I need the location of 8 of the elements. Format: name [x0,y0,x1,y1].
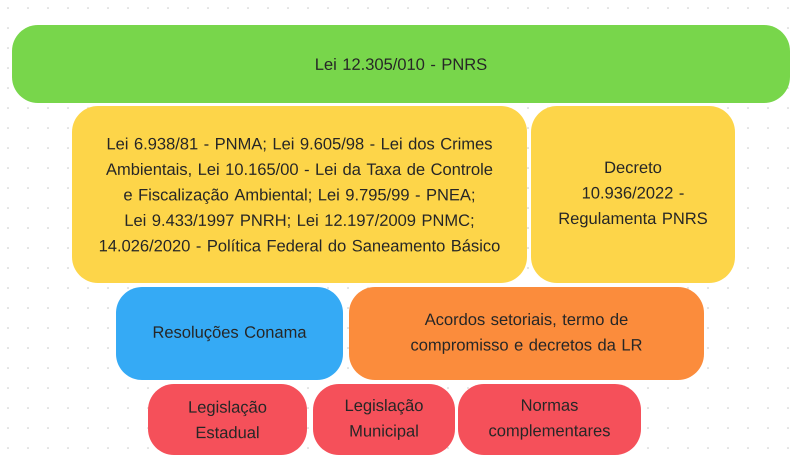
rounded-box: Normas complementares [458,384,641,455]
rounded-box: Decreto 10.936/2022 - Regulamenta PNRS [531,106,735,283]
rounded-box: Resoluções Conama [116,287,343,380]
rounded-box: Legislação Estadual [148,384,307,455]
rounded-box: Lei 12.305/010 - PNRS [12,25,790,103]
rounded-box: Legislação Municipal [313,384,455,455]
rounded-box: Acordos setoriais, termo de compromisso e decretos da LR [349,287,704,380]
rounded-box: Lei 6.938/81 - PNMA; Lei 9.605/98 - Lei dos Crimes Ambientais, Lei 10.165/00 - Lei da Taxa de Controle e Fiscalização Ambiental; Lei 9.795/99 - PNEA; Lei 9.433/1997 PNRH; Lei 12.197/2009 PNMC; 14.026/2020 - Política Federal do Saneamento Básico [72,106,527,283]
